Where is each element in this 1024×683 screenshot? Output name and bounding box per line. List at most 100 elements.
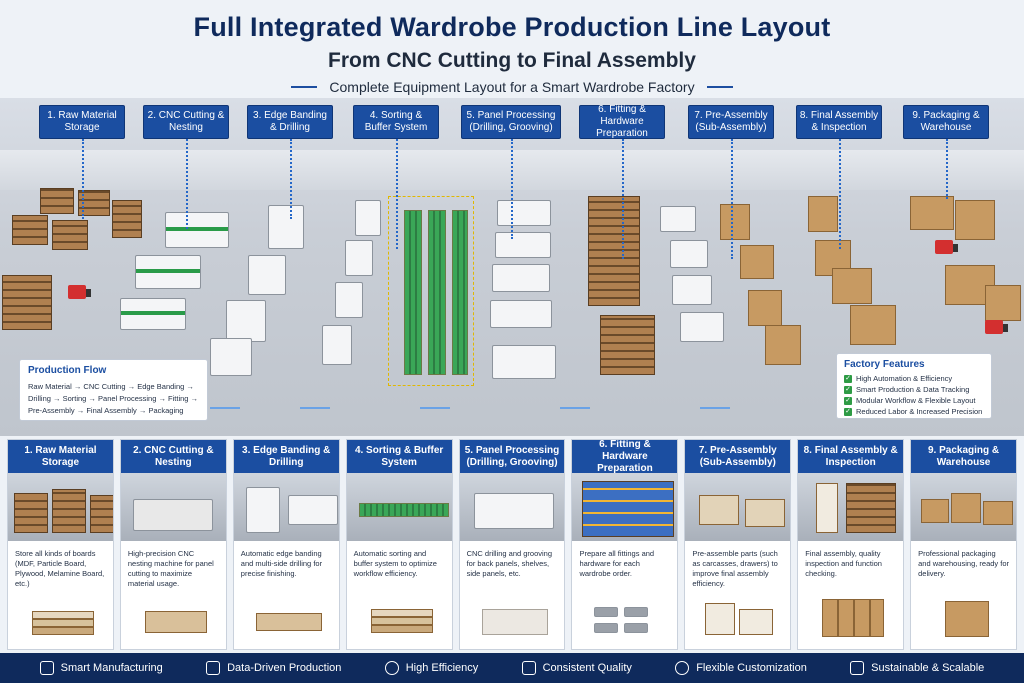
sorting-conveyor [404,210,422,375]
sorting-system-photo [346,473,452,541]
panel-processing-machine [492,345,556,379]
cnc-nesting-machine [135,255,201,289]
step-label-6: 6. Fitting & Hardware Preparation [579,104,665,139]
gear-icon [675,661,690,675]
card-title: 9. Packaging & Warehouse [911,440,1017,473]
step-label-8: 8. Final Assembly & Inspection [796,105,882,139]
step-cards: 1. Raw Material Storage Store all kinds … [7,439,1018,650]
step-leader-line [946,139,948,199]
step-card-1: 1. Raw Material Storage Store all kinds … [7,439,114,650]
wardrobe-unit [850,305,896,345]
wardrobe-icon [798,599,903,649]
production-flow-panel: Production Flow Raw Material → CNC Cutti… [19,359,208,421]
panel-processing-machine [492,264,550,292]
card-description: Final assembly, quality inspection and f… [805,549,882,578]
header: Full Integrated Wardrobe Production Line… [0,0,1024,100]
feature-label: Smart Production & Data Tracking [856,385,970,394]
step-leader-line [511,139,513,239]
footer-item: High Efficiency [384,661,478,675]
footer-label: Smart Manufacturing [60,662,163,674]
assembly-table [670,240,708,268]
tagline-divider-left [291,86,318,88]
warehouse-photo [911,473,1017,541]
production-flow-line: Raw Material → CNC Cutting → Edge Bandin… [28,382,194,391]
feature-label: Reduced Labor & Increased Precision [856,407,983,416]
bar-chart-icon [206,661,221,675]
shipping-box-icon [911,599,1016,649]
step-card-5: 5. Panel Processing (Drilling, Grooving)… [458,439,566,650]
card-title: 6. Fitting & Hardware Preparation [572,440,678,474]
cabinet-carcass [740,245,774,279]
step-leader-line [622,139,624,259]
panel-stack-icon [347,599,452,649]
feature-label: Modular Workflow & Flexible Layout [856,396,976,405]
footer-item: Sustainable & Scalable [850,661,984,675]
tagline: Complete Equipment Layout for a Smart Wa… [329,79,695,95]
tagline-divider-right [706,86,733,88]
step-leader-line [186,139,188,229]
card-description: Store all kinds of boards (MDF, Particle… [15,549,105,588]
leaf-icon [850,661,865,675]
assembly-table [660,206,696,232]
forklift-icon [985,320,1008,334]
forklift-icon [68,285,91,299]
board-stack-icon [8,599,113,649]
card-description: Pre-assemble parts (such as carcasses, d… [692,549,778,588]
footer-label: Flexible Customization [696,662,807,674]
forklift-icon [935,240,958,254]
card-title: 5. Panel Processing (Drilling, Grooving) [459,440,565,473]
board-stack [52,220,88,250]
feature-item: ✓ High Automation & Efficiency [844,373,984,384]
footer-item: Smart Manufacturing [39,661,163,675]
page-title: Full Integrated Wardrobe Production Line… [193,12,831,42]
wardrobe-unit [808,196,838,232]
edge-banding-machine [210,338,252,376]
sorting-conveyor [452,210,468,375]
footer-bar: Smart Manufacturing Data-Driven Producti… [0,653,1024,683]
shield-check-icon [521,661,536,675]
hardware-shelf-photo [572,473,678,541]
cnc-nesting-machine [120,298,186,330]
packaged-box [985,285,1021,321]
card-description: Professional packaging and warehousing, … [918,549,1010,578]
cabinet-carcass [720,204,750,240]
production-flow-line: Pre-Assembly → Final Assembly → Packagin… [28,406,184,415]
drilling-machine [335,282,363,318]
card-title: 7. Pre-Assembly (Sub-Assembly) [685,440,791,473]
footer-item: Flexible Customization [675,661,807,675]
checkbox-check-icon: ✓ [844,396,852,405]
factory-icon [39,661,54,675]
edged-panel-icon [234,599,339,649]
step-card-8: 8. Final Assembly & Inspection Final ass… [797,439,905,650]
card-title: 8. Final Assembly & Inspection [798,440,904,473]
drilling-machine [322,325,352,365]
panel-processing-machine [495,232,551,258]
hardware-shelf [588,196,640,306]
step-card-7: 7. Pre-Assembly (Sub-Assembly) Pre-assem… [684,439,792,650]
step-leader-line [839,139,841,249]
flow-arrow [300,407,330,409]
feature-label: High Automation & Efficiency [856,374,953,383]
checkbox-check-icon: ✓ [844,374,852,383]
assembly-table [672,275,712,305]
step-leader-line [396,139,398,249]
edge-banding-machine [226,300,266,342]
clock-icon [384,661,399,675]
production-flow-line: Drilling → Sorting → Panel Processing → … [28,394,199,403]
assembly-table [680,312,724,342]
step-card-6: 6. Fitting & Hardware Preparation Prepar… [571,439,679,650]
step-label-7: 7. Pre-Assembly (Sub-Assembly) [688,105,774,139]
card-title: 1. Raw Material Storage [8,440,113,473]
cabinet-carcass [748,290,782,326]
flow-arrow [560,407,590,409]
cnc-machine-photo [120,473,226,541]
edge-banding-photo [233,473,339,541]
packaged-box [910,196,954,230]
feature-item: ✓Smart Production & Data Tracking [844,384,984,395]
tagline-row: Complete Equipment Layout for a Smart Wa… [0,79,1024,95]
step-label-3: 3. Edge Banding & Drilling [247,105,333,139]
panel-processing-machine [490,300,552,328]
step-leader-line [731,139,733,259]
step-label-9: 9. Packaging & Warehouse [903,105,989,139]
step-card-4: 4. Sorting & Buffer System Automatic sor… [345,439,453,650]
